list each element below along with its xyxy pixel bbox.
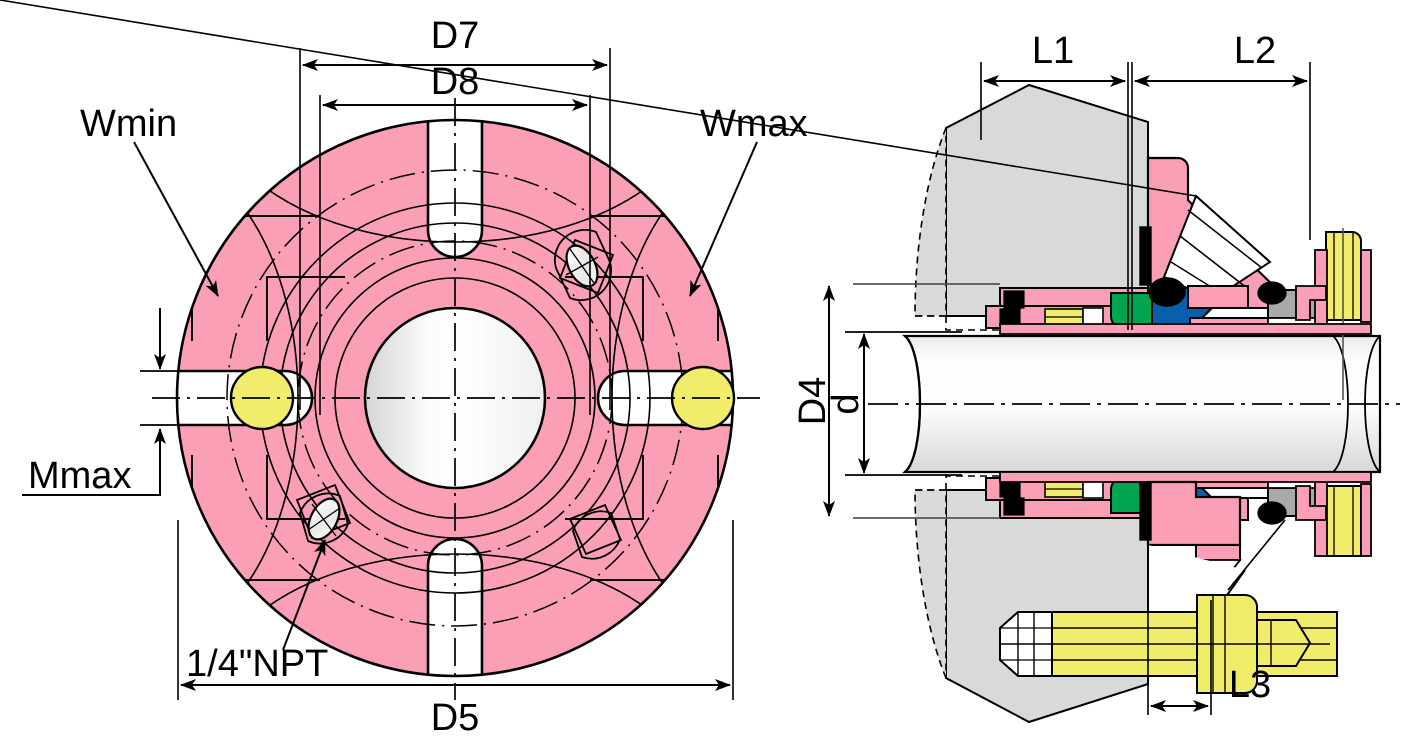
dimension-l3: L3 — [1147, 600, 1271, 715]
dimension-d: d — [825, 331, 962, 476]
leader-wmin: Wmin — [80, 103, 219, 297]
dimension-label-l1: L1 — [1032, 30, 1074, 72]
boss-lower-right — [568, 503, 623, 560]
dimension-label-l3: L3 — [1229, 664, 1271, 706]
face-view-centerlines — [152, 98, 760, 700]
dimension-l2: L2 — [1131, 30, 1311, 330]
npt-port-lower-left — [295, 483, 352, 545]
dimension-label-d8: D8 — [431, 61, 480, 103]
dimension-label-mmax: Mmax — [28, 455, 131, 497]
dimension-mmax: Mmax — [22, 308, 180, 497]
dimension-label-wmin: Wmin — [80, 103, 177, 145]
seal-upper-half — [0, 0, 1372, 400]
dimension-label-d7: D7 — [431, 15, 480, 57]
dimension-label-d5: D5 — [431, 697, 480, 739]
leader-wmax: Wmax — [689, 103, 808, 297]
flange-face-view: D7 D8 Wmin Wmax — [22, 15, 808, 739]
dimension-d5: D5 — [177, 520, 734, 739]
gasket-strip-lower — [1139, 481, 1152, 541]
dimension-label-d: d — [825, 393, 867, 414]
dimension-d4: D4 — [792, 283, 1000, 519]
gasket-strip-upper — [1139, 226, 1152, 286]
dimension-d7: D7 — [299, 15, 611, 410]
dimension-label-d4: D4 — [792, 377, 834, 426]
dimension-label-npt: 1/4"NPT — [186, 643, 328, 685]
hex-bolt — [999, 519, 1338, 694]
cross-section-view: L1 L2 D4 d L3 — [0, 0, 1400, 724]
dimension-d8: D8 — [319, 61, 591, 415]
leader-npt: 1/4"NPT — [186, 539, 328, 685]
dimension-label-l2: L2 — [1234, 30, 1276, 72]
dimension-l1: L1 — [980, 30, 1129, 330]
